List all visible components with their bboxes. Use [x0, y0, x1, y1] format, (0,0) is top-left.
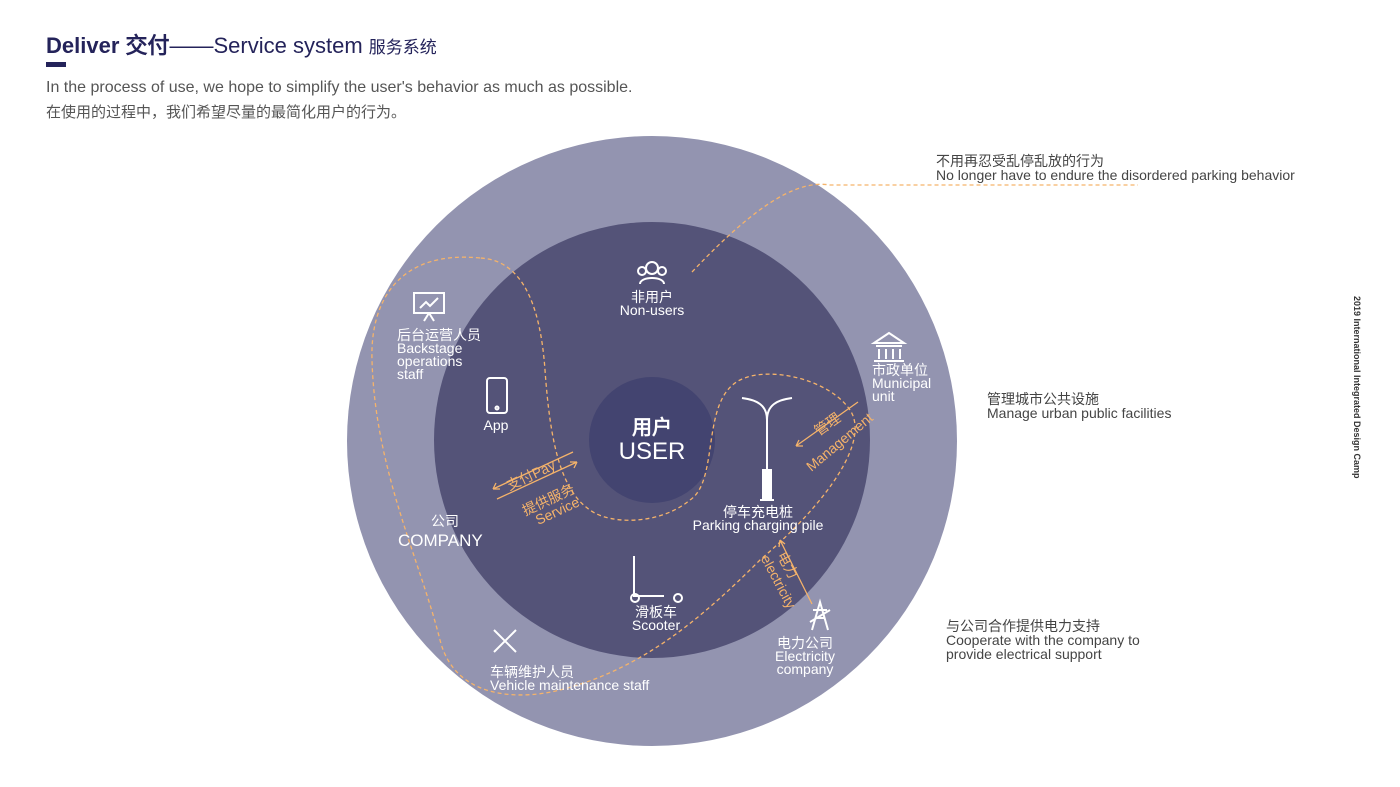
streetlight-icon — [741, 397, 793, 501]
service-arrow — [496, 461, 578, 500]
title-underline — [46, 62, 66, 67]
presentation-icon — [413, 292, 445, 322]
scooter-icon — [630, 556, 683, 603]
wrench-icon — [493, 629, 517, 653]
bank-icon — [870, 331, 908, 362]
manage-arrow — [795, 401, 859, 447]
users-icon — [637, 261, 667, 285]
pay-arrow — [492, 451, 574, 490]
arrows — [492, 401, 859, 605]
power-tower-icon — [809, 598, 831, 631]
flow-paths — [371, 183, 1138, 696]
electric-arrow — [778, 539, 813, 605]
node-app: App — [483, 417, 509, 433]
subtitle-en: In the process of use, we hope to simpli… — [46, 79, 633, 96]
subtitle-cn: 在使用的过程中，我们希望尽量的最简化用户的行为。 — [46, 104, 407, 121]
page-title: Deliver 交付——Service system 服务系统 — [46, 33, 437, 58]
inner-circle — [589, 377, 715, 503]
phone-icon — [486, 377, 508, 414]
